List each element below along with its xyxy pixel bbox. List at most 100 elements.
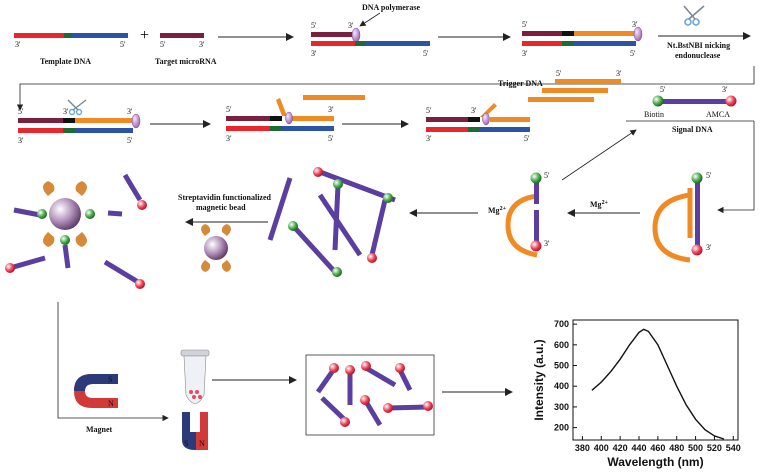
trigger-amplification: 5' 3' Trigger DNA 5' 3' 3' 5'	[426, 69, 622, 143]
plus-sign: +	[140, 27, 149, 44]
biotin-bead	[652, 95, 664, 107]
prime-label: 5'	[328, 134, 334, 143]
biotin-bead	[60, 235, 70, 245]
arrow	[561, 129, 637, 181]
arrow	[717, 121, 755, 214]
x-tick-label: 440	[631, 443, 646, 453]
prime-label: 3'	[706, 243, 712, 252]
prime-label: 5'	[423, 49, 429, 58]
dna-polymerase	[285, 111, 293, 125]
dna-polymerase	[131, 113, 141, 129]
nicking-label-1: Nt.BstNBI nicking	[667, 41, 730, 50]
released-trigger-dna	[303, 95, 365, 100]
amca-bead	[345, 365, 355, 375]
magnet-label: Magnet	[86, 425, 113, 434]
tube-on-magnet: S N	[180, 349, 210, 450]
amca-label: AMCA	[706, 110, 730, 119]
prime-label: 3'	[18, 136, 24, 145]
prime-label: 3'	[15, 40, 21, 49]
prime-label: 5'	[226, 105, 232, 114]
x-tick-label: 540	[726, 443, 741, 453]
biotin-bead	[332, 267, 342, 277]
amca-bead	[5, 263, 15, 273]
prime-label: 3'	[632, 20, 638, 29]
prime-label: 3'	[544, 239, 550, 248]
trigger-dna-copy	[528, 97, 594, 102]
streptavidin-label-1: Streptavidin functionalized	[178, 193, 272, 202]
biotin-bead	[288, 221, 298, 231]
biotin-bead	[691, 172, 703, 184]
target-microrna-label: Target microRNA	[155, 57, 217, 66]
arrow	[16, 66, 755, 111]
signal-dna-label: Signal DNA	[672, 125, 713, 134]
amca-bead	[340, 417, 350, 427]
prime-label: 3'	[63, 107, 69, 116]
streptavidin-label-2: magnetic bead	[196, 203, 246, 212]
biotin-bead	[37, 209, 47, 219]
prime-label: 5'	[660, 85, 666, 94]
nicked-duplex: 5' 3' 3' 3' 5'	[18, 107, 141, 145]
amca-bead	[135, 279, 145, 289]
biotin-bead	[530, 172, 542, 184]
amca-bead	[530, 240, 542, 252]
arrow	[57, 302, 169, 422]
streptavidin-bead	[201, 224, 231, 272]
hairpin-complex: 5' 3'	[652, 171, 712, 263]
y-tick-label: 400	[554, 381, 569, 391]
captured-bead-complex	[5, 173, 147, 289]
amca-bead	[423, 401, 433, 411]
dna-polymerase	[351, 27, 361, 43]
y-tick-label: 300	[554, 402, 569, 412]
magnet-pole-s: S	[184, 439, 188, 448]
prime-label: 5'	[426, 106, 432, 115]
magnet-pole-n: N	[199, 439, 205, 448]
magnetic-bead	[49, 198, 81, 230]
amca-bead	[313, 167, 323, 177]
prime-label: 5'	[556, 69, 562, 78]
nicking-label-2: endonuclease	[675, 51, 721, 60]
biotin-bead	[333, 179, 343, 189]
amca-bead	[725, 95, 737, 107]
magnetic-bead	[204, 236, 228, 260]
amca-bead	[137, 200, 147, 210]
plot-frame	[572, 319, 739, 441]
x-tick-label: 520	[707, 443, 722, 453]
amca-bead	[361, 361, 371, 371]
prime-label: 3'	[522, 49, 528, 58]
magnet-pole-n: N	[108, 399, 114, 408]
scissors-icon	[67, 99, 87, 116]
x-axis-label: Wavelength (nm)	[607, 455, 703, 469]
x-tick-label: 400	[594, 443, 609, 453]
prime-label: 5'	[160, 40, 166, 49]
y-tick-label: 200	[554, 423, 569, 433]
prime-label: 5'	[524, 134, 530, 143]
prime-label: 3'	[348, 21, 354, 30]
prime-label: 3'	[471, 106, 477, 115]
mg-ion-label: Mg2+	[488, 206, 507, 215]
mg-ion-label: Mg2+	[590, 200, 609, 209]
prime-label: 5'	[18, 107, 24, 116]
template-dna: 3' 5' Template DNA	[14, 33, 128, 66]
prime-label: 5'	[630, 49, 636, 58]
prime-label: 5'	[522, 20, 528, 29]
y-tick-label: 500	[554, 361, 569, 371]
prime-label: 3'	[328, 105, 334, 114]
signal-dna: 5' 3' Biotin AMCA Signal DNA	[626, 85, 754, 134]
magnet-icon: S N	[74, 374, 118, 408]
prime-label: 5'	[127, 136, 133, 145]
dna-polymerase	[482, 112, 490, 126]
prime-label: 5'	[311, 21, 317, 30]
prime-label: 3'	[226, 134, 232, 143]
prime-label: 3'	[199, 40, 205, 49]
biotin-bead	[383, 193, 393, 203]
strand-displacement: 5' 3' 3' 5'	[226, 95, 365, 143]
amca-bead	[691, 244, 703, 256]
spectrum-line	[591, 328, 725, 440]
trigger-dna-copy	[542, 88, 608, 93]
prime-label: 3'	[426, 134, 432, 143]
x-tick-label: 480	[669, 443, 684, 453]
arrow	[359, 12, 381, 27]
